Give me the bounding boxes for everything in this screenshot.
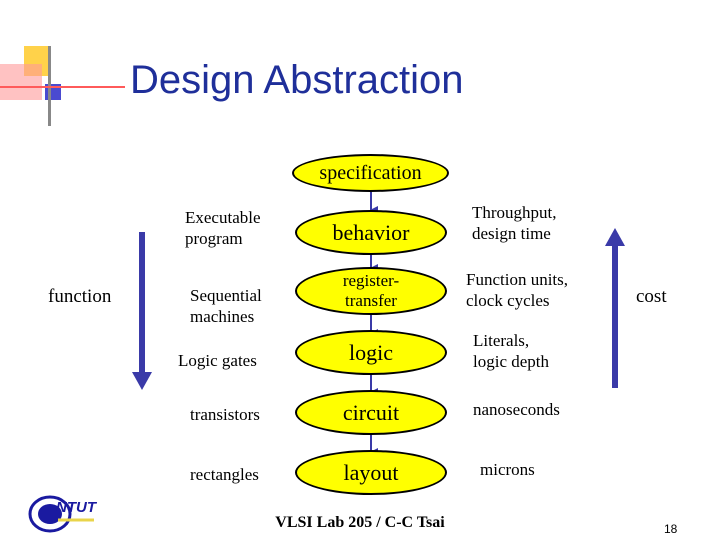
sequential-line1: Sequential bbox=[190, 286, 262, 305]
literals-line1: Literals, bbox=[473, 331, 530, 350]
throughput-label: Throughput, design time bbox=[472, 202, 557, 244]
cost-arrow-head bbox=[605, 228, 625, 246]
level-logic: logic bbox=[295, 330, 447, 375]
logic-gates-label: Logic gates bbox=[178, 351, 257, 370]
function-axis-label: function bbox=[48, 286, 112, 307]
slide-title: Design Abstraction bbox=[130, 58, 464, 102]
throughput-line2: design time bbox=[472, 224, 551, 243]
function-arrow-head bbox=[132, 372, 152, 390]
ntut-logo: NTUT bbox=[28, 495, 98, 533]
logo-core bbox=[38, 504, 62, 524]
microns-label: microns bbox=[480, 460, 535, 479]
level-circuit: circuit bbox=[295, 390, 447, 435]
transistors-label: transistors bbox=[190, 405, 260, 424]
function-units-line1: Function units, bbox=[466, 270, 569, 289]
deco-horizontal-line bbox=[0, 86, 125, 88]
page-number: 18 bbox=[664, 522, 678, 536]
logo-text: NTUT bbox=[56, 499, 98, 516]
level-layout: layout bbox=[295, 450, 447, 495]
executable-line1: Executable bbox=[185, 208, 261, 227]
corner-decoration bbox=[0, 46, 125, 126]
cost-axis-label: cost bbox=[636, 286, 667, 307]
literals-label: Literals, logic depth bbox=[473, 330, 549, 372]
executable-program-label: Executable program bbox=[185, 207, 261, 249]
level-behavior: behavior bbox=[295, 210, 447, 255]
circuit-label: circuit bbox=[342, 399, 400, 425]
layout-label: layout bbox=[343, 459, 399, 485]
function-units-label: Function units, clock cycles bbox=[466, 269, 568, 311]
nanoseconds-label: nanoseconds bbox=[473, 400, 560, 419]
sequential-line2: machines bbox=[190, 307, 255, 326]
deco-red-square bbox=[0, 64, 42, 100]
register-transfer-line1: register- bbox=[342, 271, 400, 290]
footer-text: VLSI Lab 205 / C-C Tsai bbox=[275, 514, 445, 531]
register-transfer-line2: transfer bbox=[345, 291, 397, 310]
function-units-line2: clock cycles bbox=[466, 291, 550, 310]
throughput-line1: Throughput, bbox=[472, 203, 557, 222]
sequential-machines-label: Sequential machines bbox=[190, 285, 262, 327]
level-register-transfer: register- transfer bbox=[295, 267, 447, 315]
logic-label: logic bbox=[349, 339, 393, 365]
rectangles-label: rectangles bbox=[190, 465, 259, 484]
literals-line2: logic depth bbox=[473, 352, 550, 371]
level-specification: specification bbox=[292, 154, 449, 192]
executable-line2: program bbox=[185, 229, 243, 248]
specification-label: specification bbox=[319, 161, 422, 184]
behavior-label: behavior bbox=[332, 219, 410, 245]
logo-ring bbox=[28, 495, 72, 533]
